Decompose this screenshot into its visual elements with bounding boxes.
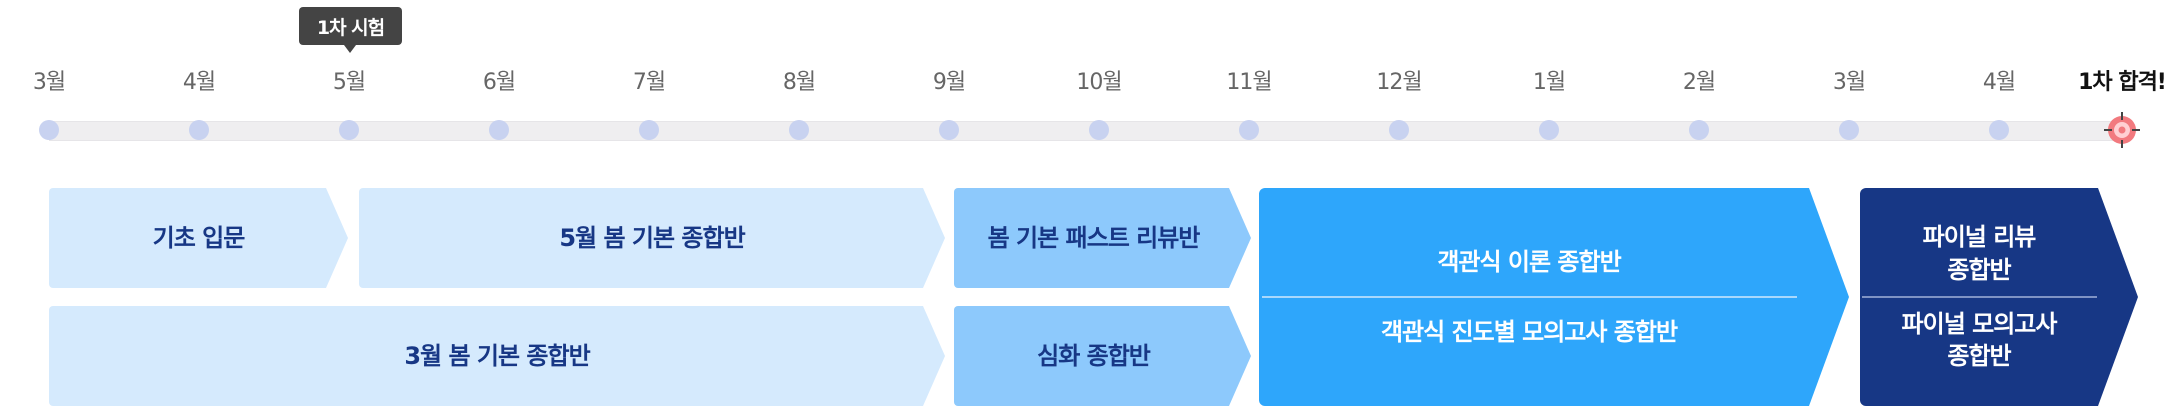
divider: [1262, 296, 1797, 298]
course-objective[interactable]: 객관식 이론 종합반 객관식 진도별 모의고사 종합반: [1259, 188, 1849, 406]
month-label: 10월: [1076, 70, 1122, 95]
course-advanced[interactable]: 심화 종합반: [954, 306, 1251, 406]
month-dot: [1239, 120, 1259, 140]
month-dot: [1089, 120, 1109, 140]
month-label: 4월: [1982, 70, 2016, 95]
course-label: 심화 종합반: [1037, 341, 1150, 370]
course-label: 기초 입문: [152, 223, 245, 252]
course-basic-intro[interactable]: 기초 입문: [49, 188, 348, 288]
month-dot: [1839, 120, 1859, 140]
target-icon: [2104, 112, 2140, 148]
course-label-objective-mock: 객관식 진도별 모의고사 종합반: [1380, 318, 1678, 346]
first-exam-tooltip: 1차 시험: [299, 7, 402, 53]
course-label-final-review-2: 종합반: [1947, 255, 2011, 284]
course-spring-fast-review[interactable]: 봄 기본 패스트 리뷰반: [954, 188, 1251, 288]
month-dot: [489, 120, 509, 140]
month-dot: [939, 120, 959, 140]
tooltip-label: 1차 시험: [316, 16, 385, 39]
month-label: 4월: [182, 70, 216, 95]
month-label: 11월: [1226, 70, 1272, 95]
course-label: 5월 봄 기본 종합반: [559, 223, 745, 252]
month-label: 7월: [632, 70, 666, 95]
course-label-final-mock: 파이널 모의고사: [1901, 310, 2057, 338]
month-label: 5월: [332, 70, 366, 95]
month-dot: [1689, 120, 1709, 140]
month-dot: [1989, 120, 2009, 140]
month-label: 3월: [32, 70, 66, 95]
course-label: 3월 봄 기본 종합반: [404, 341, 590, 370]
month-dot: [39, 120, 59, 140]
course-label-objective-theory: 객관식 이론 종합반: [1437, 247, 1621, 276]
month-dot: [1389, 120, 1409, 140]
timeline-bar: [49, 121, 2124, 141]
month-label: 8월: [782, 70, 816, 95]
goal-label: 1차 합격!: [2078, 70, 2167, 95]
course-label-final-mock-2: 종합반: [1947, 342, 2011, 371]
course-label: 봄 기본 패스트 리뷰반: [987, 223, 1200, 252]
month-dot: [339, 120, 359, 140]
course-final[interactable]: 파이널 리뷰 종합반 파이널 모의고사 종합반: [1860, 188, 2138, 406]
course-march-spring-basic[interactable]: 3월 봄 기본 종합반: [49, 306, 945, 406]
month-dot: [1539, 120, 1559, 140]
month-label: 6월: [482, 70, 516, 95]
month-label: 1월: [1532, 70, 1566, 95]
course-label-final-review: 파이널 리뷰: [1922, 223, 2036, 252]
month-label: 3월: [1832, 70, 1866, 95]
month-dot: [789, 120, 809, 140]
month-dot: [189, 120, 209, 140]
month-label: 12월: [1376, 70, 1422, 95]
month-dot: [639, 120, 659, 140]
divider: [1862, 296, 2097, 298]
course-may-spring-basic[interactable]: 5월 봄 기본 종합반: [359, 188, 945, 288]
month-label: 2월: [1682, 70, 1716, 95]
month-label: 9월: [932, 70, 966, 95]
